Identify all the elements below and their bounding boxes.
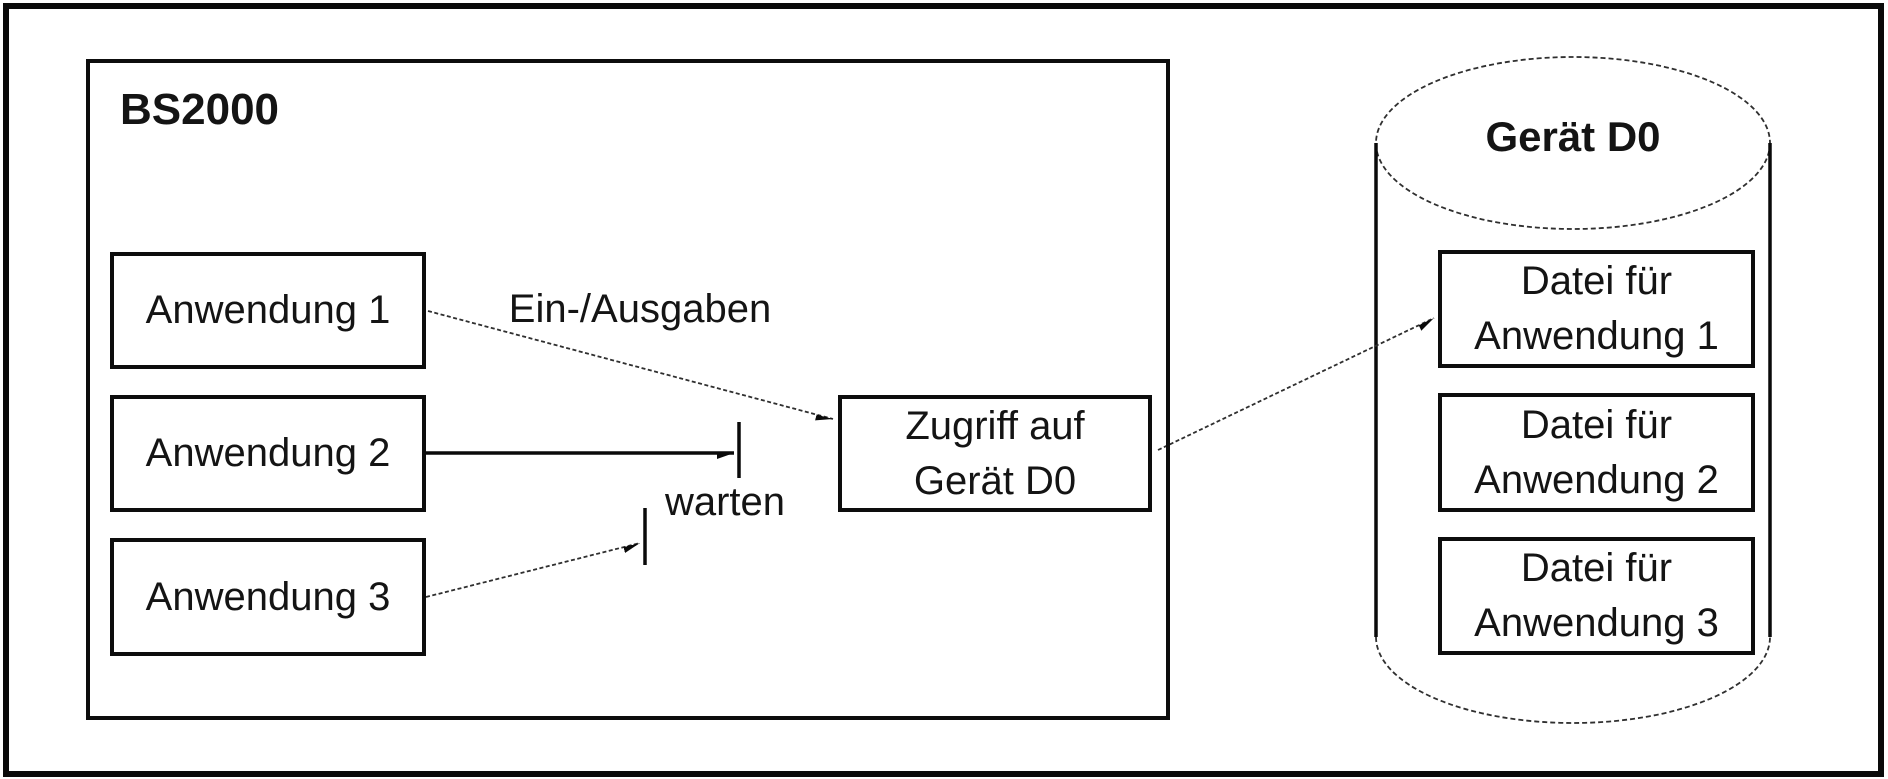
device-access-box: Zugriff auf Gerät D0 — [838, 395, 1152, 512]
file-box-line2: Anwendung 1 — [1474, 314, 1719, 358]
app-box-label: Anwendung 3 — [145, 574, 391, 619]
arrow-access-to-device-file1 — [1157, 317, 1435, 451]
device-title: Gerät D0 — [1485, 113, 1661, 160]
bs2000-container-box — [86, 59, 1170, 720]
device-access-box-line1: Zugriff auf — [905, 403, 1085, 448]
file-box-line1: Datei für — [1520, 546, 1673, 590]
device-cylinder-shape — [1374, 56, 1772, 724]
outer-frame — [3, 3, 1884, 777]
file-box-line2: Anwendung 3 — [1474, 601, 1719, 645]
file-box-anwendung-3: Datei für Anwendung 3 — [1438, 537, 1755, 655]
file-box-anwendung-1: Datei für Anwendung 1 — [1438, 250, 1755, 368]
wait-label: warten — [664, 480, 786, 524]
io-arrow-anwendung3-blocked — [425, 542, 641, 598]
file-box-line2: Anwendung 2 — [1474, 457, 1719, 502]
io-arrow-label: Ein-/Ausgaben — [508, 287, 772, 331]
app-box-label: Anwendung 1 — [145, 288, 391, 332]
file-box-line1: Datei für — [1520, 259, 1673, 303]
file-box-anwendung-2: Datei für Anwendung 2 — [1438, 393, 1755, 512]
app-box-anwendung-2: Anwendung 2 — [110, 395, 426, 512]
file-box-line1: Datei für — [1520, 402, 1673, 447]
app-box-anwendung-1: Anwendung 1 — [110, 252, 426, 369]
io-arrow-anwendung1-to-access — [427, 310, 834, 419]
app-box-label: Anwendung 2 — [145, 431, 391, 475]
bs2000-title: BS2000 — [120, 85, 280, 134]
app-box-anwendung-3: Anwendung 3 — [110, 538, 426, 656]
device-access-box-line2: Gerät D0 — [913, 458, 1077, 503]
